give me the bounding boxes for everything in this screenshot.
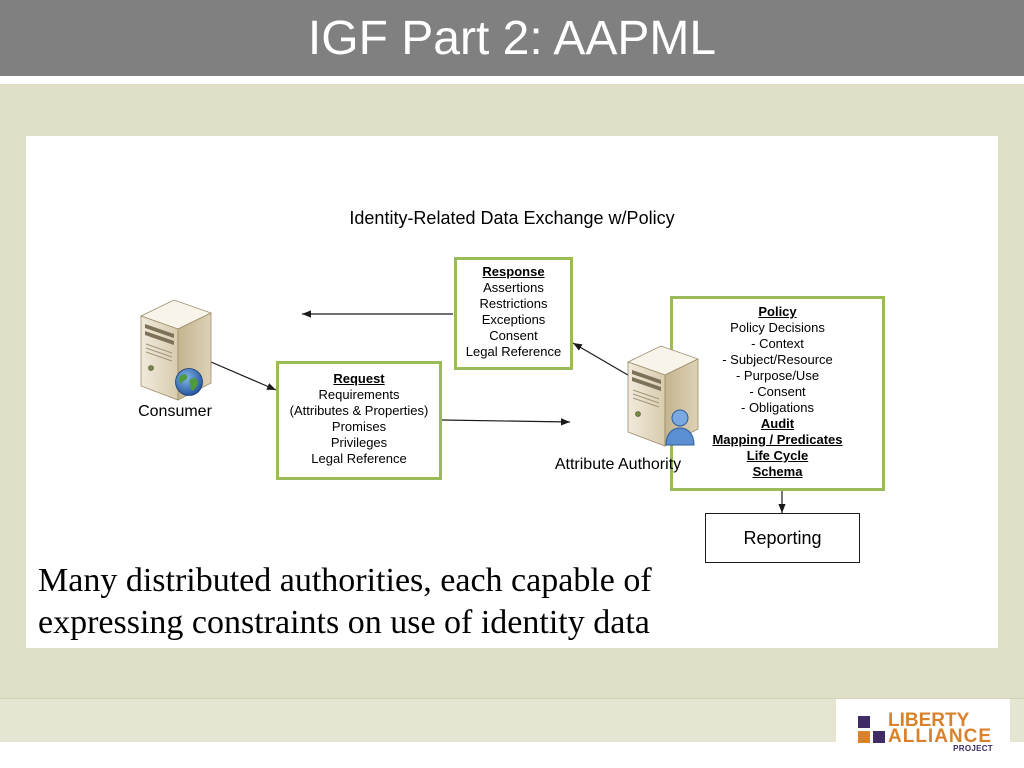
response-box-line: Consent [489, 328, 538, 343]
header-separator [0, 76, 1024, 84]
reporting-label: Reporting [743, 528, 822, 548]
logo-text-project: PROJECT [953, 744, 993, 753]
server-drive-bay [145, 324, 174, 338]
response-box-line: Assertions [483, 280, 544, 295]
body-text: Many distributed authorities, each capab… [38, 560, 652, 644]
logo-square [858, 731, 870, 743]
server-drive-bay [632, 370, 661, 384]
request-box-line: Privileges [330, 435, 388, 450]
logo-square [873, 731, 885, 743]
server-vents [145, 343, 173, 362]
policy-section-heading: Audit [760, 416, 795, 431]
request-box-line: Legal Reference [311, 451, 407, 466]
body-text-line: Many distributed authorities, each capab… [38, 562, 652, 599]
policy-box-line: - Subject/Resource [722, 352, 833, 367]
server-front-face [627, 361, 666, 447]
globe-land [189, 378, 198, 391]
request-box-line: (Attributes & Properties) [289, 403, 429, 418]
globe-icon [175, 368, 203, 396]
request-box: Request Requirements (Attributes & Prope… [276, 361, 442, 480]
user-icon [665, 409, 695, 446]
globe-land [179, 374, 188, 384]
request-heading: Request [333, 371, 385, 386]
user-head [671, 409, 689, 427]
slide-title: IGF Part 2: AAPML [307, 12, 717, 65]
logo-text-alliance: ALLIANCE [888, 726, 993, 747]
consumer-label: Consumer [138, 403, 212, 420]
reporting-box: Reporting [705, 513, 860, 563]
request-box-line: Requirements [318, 387, 400, 402]
response-box-line: Legal Reference [465, 344, 562, 359]
globe-sphere [175, 368, 203, 396]
policy-section-heading: Life Cycle [746, 448, 809, 463]
policy-box: Policy Policy Decisions - Context - Subj… [670, 296, 885, 491]
server-front-face [140, 315, 179, 401]
request-box-line: Promises [331, 419, 387, 434]
policy-heading: Policy [758, 304, 797, 319]
logo-text-liberty: LIBERTY [888, 710, 970, 731]
attribute-authority-label: Attribute Authority [554, 456, 682, 473]
slide-title-bar [0, 0, 1024, 76]
policy-section-heading: Mapping / Predicates [712, 432, 843, 447]
response-box: Response Assertions Restrictions Excepti… [454, 257, 573, 370]
server-drive-bay [632, 377, 661, 391]
response-box-line: Exceptions [481, 312, 546, 327]
policy-section-heading: Schema [752, 464, 803, 479]
policy-box-line: - Obligations [741, 400, 814, 415]
logo-squares-icon [858, 716, 885, 743]
attribute-authority-server-icon [626, 345, 700, 447]
body-text-line: expressing constraints on use of identit… [38, 604, 650, 641]
response-heading: Response [482, 264, 545, 279]
user-body [665, 427, 695, 446]
server-power-button [148, 365, 154, 371]
liberty-alliance-logo: LIBERTY ALLIANCE PROJECT [836, 699, 1010, 768]
response-box-line: Restrictions [479, 296, 548, 311]
server-side-face [664, 358, 699, 447]
server-drive-bay [145, 331, 174, 345]
policy-box-line: - Purpose/Use [735, 368, 820, 383]
server-power-button [635, 411, 641, 417]
diagram-title: Identity-Related Data Exchange w/Policy [349, 208, 675, 228]
server-vents [632, 389, 660, 408]
policy-box-line: - Consent [749, 384, 806, 399]
policy-box-line: - Context [751, 336, 804, 351]
logo-square [858, 716, 870, 728]
policy-box-line: Policy Decisions [730, 320, 825, 335]
